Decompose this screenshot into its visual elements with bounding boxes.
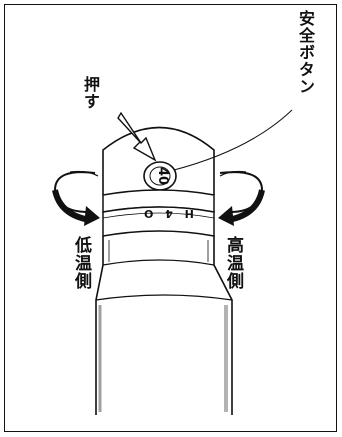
push-label: 押す (81, 76, 100, 110)
handle-cap (102, 126, 215, 195)
safety-button-label: 安全ボタン (296, 10, 315, 95)
push-arrow-icon (117, 111, 157, 162)
safety-leader-line (173, 109, 293, 171)
low-temp-side-label: 低温側 (71, 236, 91, 290)
high-temp-side-label: 高温側 (223, 236, 243, 290)
dial-value: 40 (155, 166, 170, 186)
safety-button-inner (149, 166, 171, 186)
scale-marks: H 4 O (140, 207, 194, 220)
handle-body (95, 236, 233, 415)
